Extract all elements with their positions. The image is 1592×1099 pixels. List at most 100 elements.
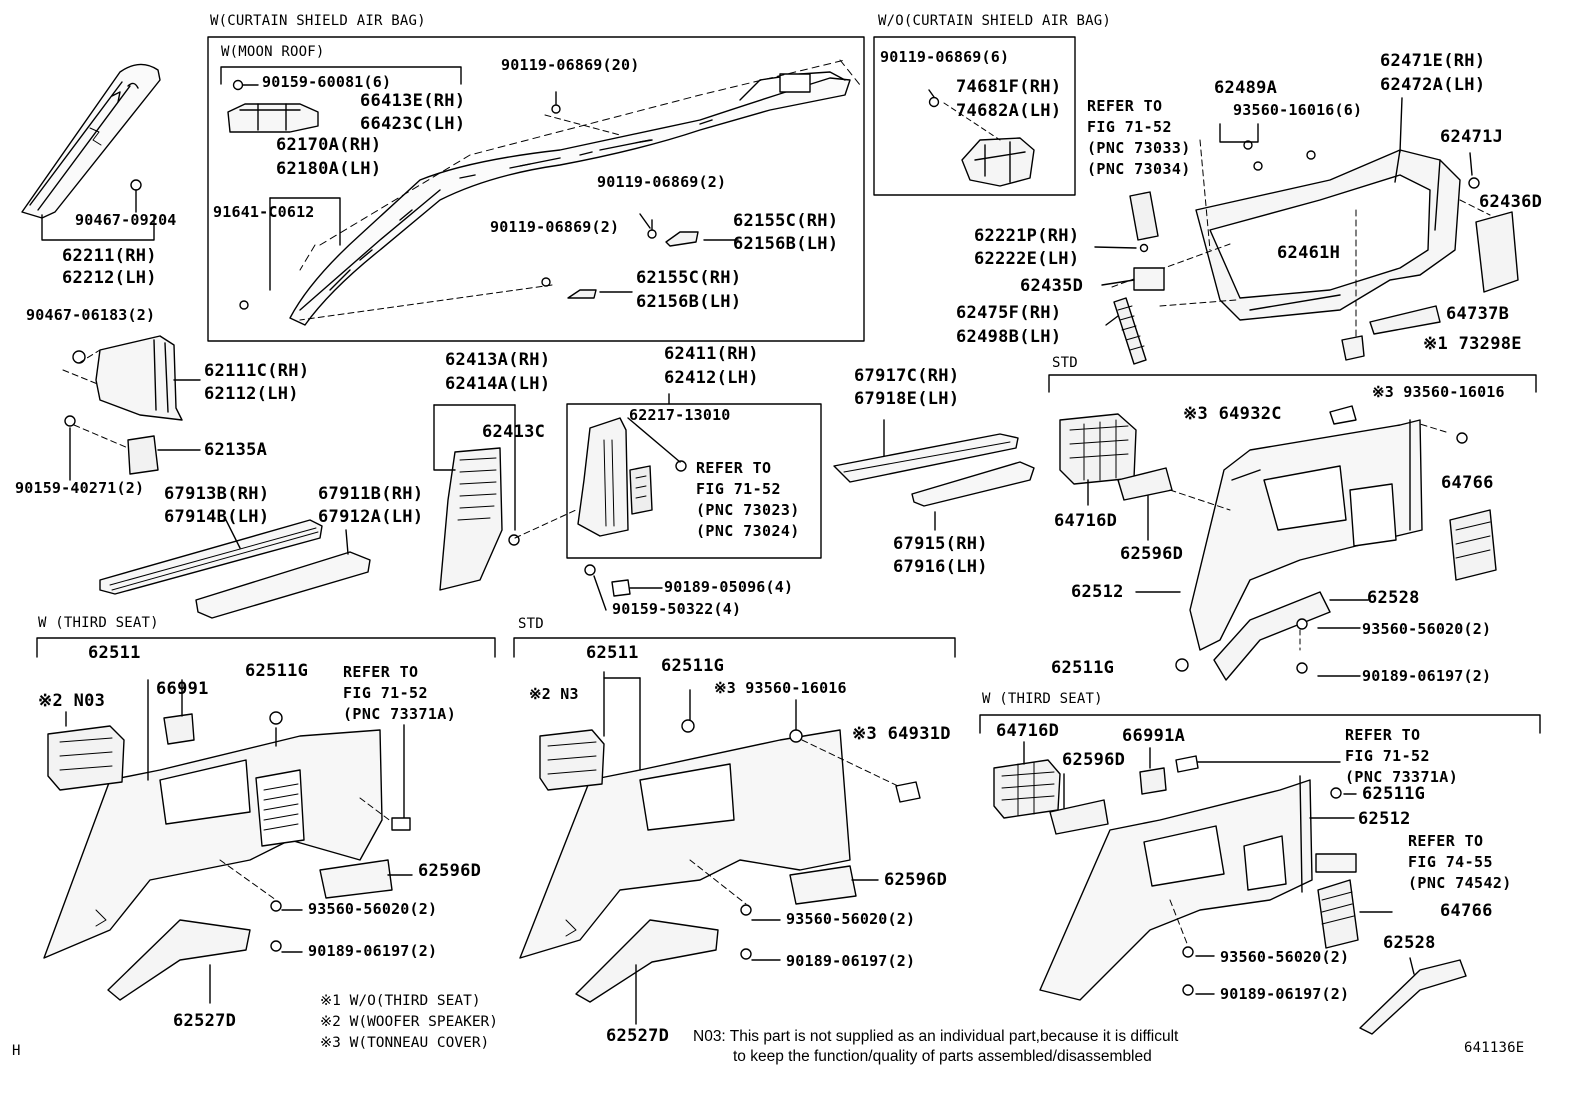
part-label: 62511 [586,643,639,663]
part-label: 62111C(RH) [204,361,310,381]
part-label: 67916(LH) [893,557,988,577]
part-label: 62489A [1214,78,1278,98]
part-label: 90159-60081(6) [262,73,392,91]
part-label: 62472A(LH) [1380,75,1486,95]
part-label: 93560-56020(2) [308,900,438,918]
part-label: 62511 [88,643,141,663]
part-label: 90189-06197(2) [308,942,438,960]
part-label: 62527D [606,1026,670,1046]
part-label: 62596D [884,870,948,890]
part-label: 62511G [1051,658,1115,678]
part-label: 62211(RH) [62,246,157,266]
refer-to-73023: REFER TO FIG 71-52 (PNC 73023) (PNC 7302… [696,458,800,542]
refer-to-73371a-left: REFER TO FIG 71-52 (PNC 73371A) [343,662,456,725]
part-label: 62170A(RH) [276,135,382,155]
part-label: 62412(LH) [664,368,759,388]
part-label: ※3 93560-16016 [1372,383,1505,401]
front-scuff-plates [100,520,370,618]
ref-line: (PNC 74542) [1408,874,1512,892]
moon-roof-bracket-part [228,104,318,132]
part-label: 90159-50322(4) [612,600,742,618]
refer-to-74542: REFER TO FIG 74-55 (PNC 74542) [1408,831,1512,894]
part-label: 90119-06869(6) [880,48,1010,66]
curtain-airbag [290,60,860,325]
part-label: 67915(RH) [893,534,988,554]
ref-line: (PNC 73024) [696,522,800,540]
part-label: 67912A(LH) [318,507,424,527]
part-label: 62212(LH) [62,268,157,288]
quarter-trim-third-seat-left [44,712,392,1000]
ref-line: (PNC 73371A) [343,705,457,723]
part-label: 91641-C0612 [213,203,315,221]
legend-item: ※2 W(WOOFER SPEAKER) [320,1014,499,1030]
part-label: 90159-40271(2) [15,479,145,497]
w-third-left-bracket [37,638,495,657]
header-std-right: STD [1052,355,1078,371]
part-label: 62221P(RH) [974,226,1080,246]
part-label: 67918E(LH) [854,389,960,409]
part-label: 74682A(LH) [956,101,1062,121]
wo-curtain-bracket [929,90,1034,186]
part-label: 62511G [245,661,309,681]
legend-item: ※3 W(TONNEAU COVER) [320,1035,490,1051]
quarter-trim-std-mid [520,720,920,1002]
part-label: 62155C(RH) [733,211,839,231]
part-label: ※3 64931D [852,724,951,744]
part-label: ※2 N03 [38,691,106,711]
corner-mark-left: H [12,1043,21,1059]
part-label: 62498B(LH) [956,327,1062,347]
part-label: 62135A [204,440,268,460]
part-label: 90119-06869(2) [490,218,620,236]
ref-line: FIG 71-52 [1087,118,1172,136]
part-label: 90189-06197(2) [786,952,916,970]
a-pillar-garnish [22,64,160,218]
part-label: ※3 64932C [1183,404,1282,424]
b-pillar-lower-trim [65,336,182,474]
ref-line: (PNC 73023) [696,501,800,519]
part-label: 64766 [1441,473,1494,493]
header-wo-curtain-airbag: W/O(CURTAIN SHIELD AIR BAG) [878,13,1111,29]
part-label: ※3 93560-16016 [714,679,847,697]
quarter-trim-third-seat-right [994,756,1466,1034]
part-label: 93560-56020(2) [1220,948,1350,966]
part-label: 62511G [1362,784,1426,804]
std-mid-bracket [514,638,955,657]
part-label: 66991A [1122,726,1186,746]
part-label: 62471E(RH) [1380,51,1486,71]
ref-line: (PNC 73034) [1087,160,1191,178]
rear-scuff-plates [834,434,1034,506]
center-pillar-lower [440,448,519,590]
ref-line: FIG 71-52 [696,480,781,498]
small-clips-airbag [234,81,699,310]
wo-curtain-airbag-box [874,37,1075,195]
part-label: 62528 [1383,933,1436,953]
part-label: 67911B(RH) [318,484,424,504]
part-label: 93560-56020(2) [786,910,916,928]
part-label: 62411(RH) [664,344,759,364]
part-label: 62436D [1479,192,1543,212]
part-label: 62528 [1367,588,1420,608]
ref-line: FIG 71-52 [1345,747,1430,765]
part-label: 62527D [173,1011,237,1031]
part-label: 66991 [156,679,209,699]
part-label: ※2 N3 [529,685,579,703]
part-label: 62435D [1020,276,1084,296]
part-label: 62475F(RH) [956,303,1062,323]
part-label: 90189-06197(2) [1220,985,1350,1003]
part-label: 62596D [418,861,482,881]
part-label: 62217-13010 [629,406,731,424]
part-label: 64737B [1446,304,1510,324]
header-moon-roof: W(MOON ROOF) [221,44,325,60]
part-label: 62155C(RH) [636,268,742,288]
part-label: 62414A(LH) [445,374,551,394]
part-label: 62512 [1071,582,1124,602]
std-right-bracket [1049,375,1536,392]
refer-to-73371a-right: REFER TO FIG 71-52 (PNC 73371A) [1345,725,1458,788]
part-label: 62511G [661,656,725,676]
part-label: 62156B(LH) [733,234,839,254]
refer-to-73033: REFER TO FIG 71-52 (PNC 73033) (PNC 7303… [1087,96,1191,180]
ref-line: FIG 74-55 [1408,853,1493,871]
part-label: 93560-56020(2) [1362,620,1492,638]
part-label: 62461H [1277,243,1341,263]
